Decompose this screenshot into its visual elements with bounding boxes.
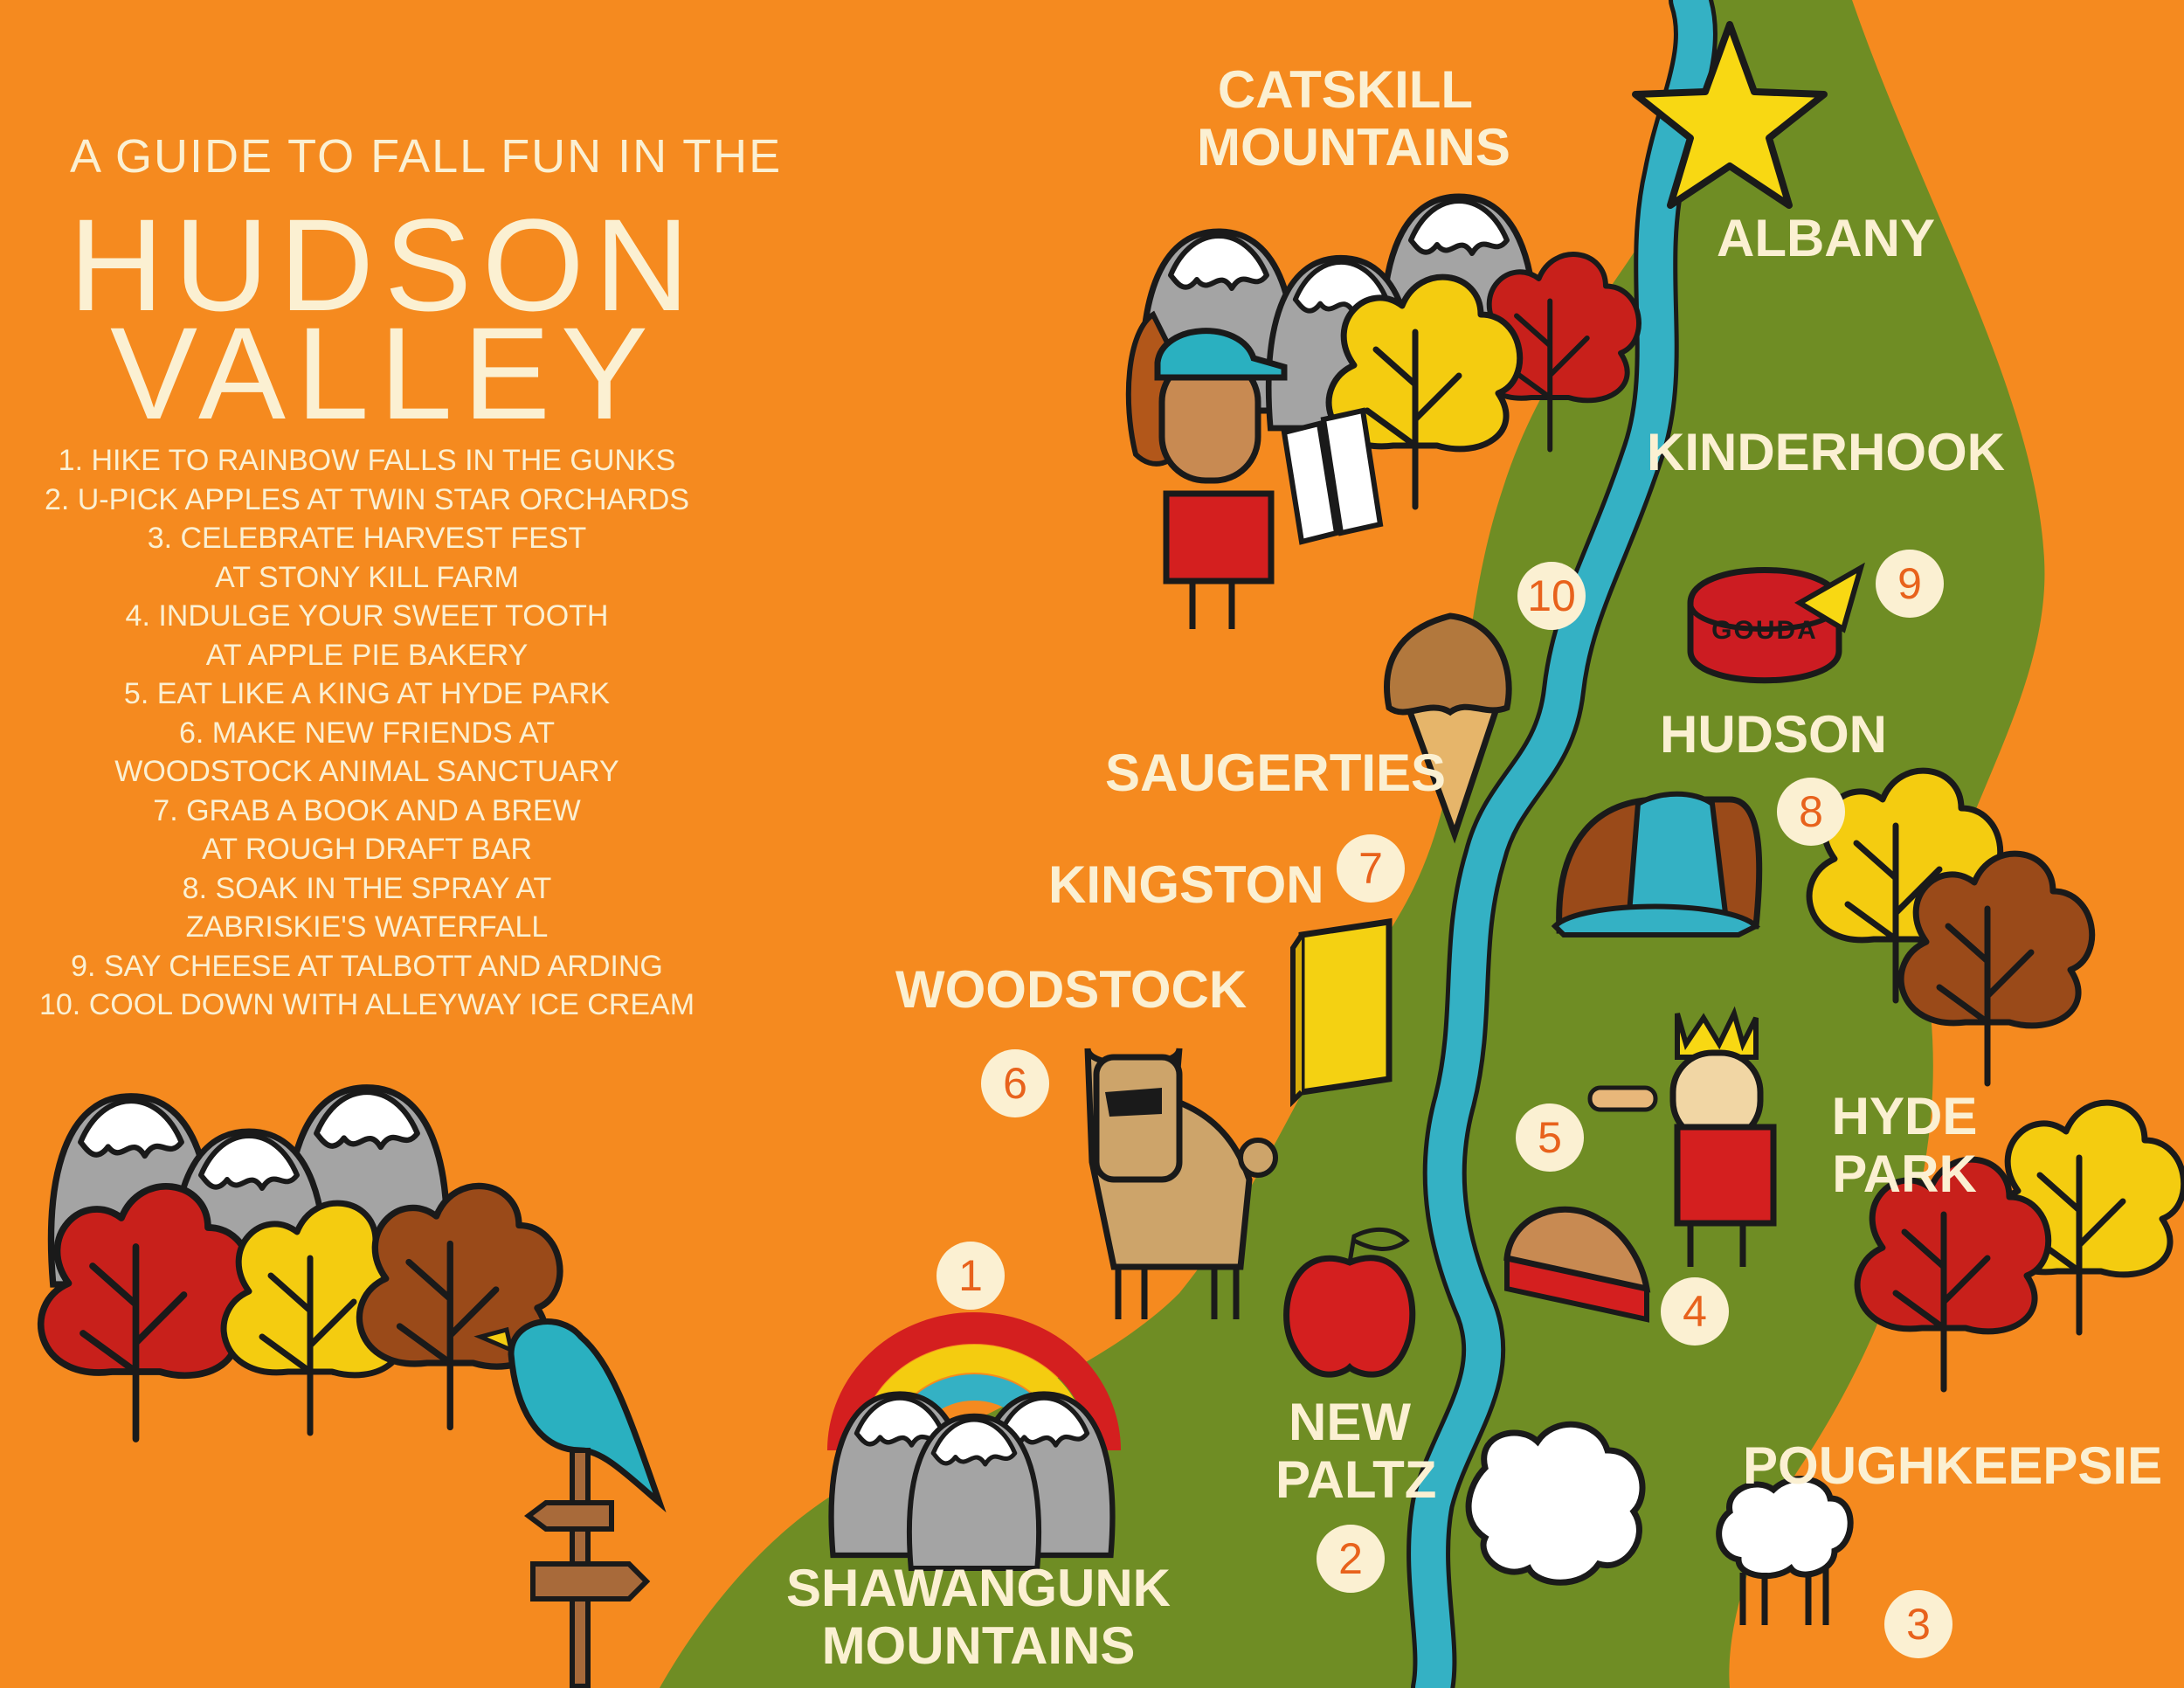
shawangunk-mountains-icon (832, 1394, 1113, 1569)
map-title-hudson: HUDSON (68, 191, 701, 338)
marker-7: 7 (1337, 834, 1405, 903)
activity-item: 4. INDULGE YOUR SWEET TOOTH (125, 599, 609, 633)
activity-item: 3. CELEBRATE HARVEST FEST (147, 522, 587, 555)
place-kinderhook: KINDERHOOK (1646, 423, 2005, 481)
king-icon (1587, 1006, 1777, 1267)
cheese-icon (1687, 562, 1865, 684)
bird-icon (473, 1318, 667, 1513)
place-hyde-park: HYDE PARK (1831, 1087, 1978, 1203)
star-icon (1632, 21, 1828, 209)
pie-icon (1503, 1206, 1651, 1323)
activity-item: 1. HIKE TO RAINBOW FALLS IN THE GUNKS (58, 444, 676, 477)
marker-6: 6 (981, 1049, 1049, 1117)
marker-5: 5 (1516, 1103, 1584, 1172)
activity-item: 5. EAT LIKE A KING AT HYDE PARK (123, 677, 611, 710)
marker-2: 2 (1317, 1525, 1385, 1593)
place-kingston: KINGSTON (1048, 855, 1324, 914)
activity-item: AT ROUGH DRAFT BAR (202, 833, 532, 866)
marker-9: 9 (1876, 550, 1944, 618)
hudson-river (1406, 0, 1717, 1688)
map-title-valley: VALLEY (110, 300, 659, 446)
activity-item: WOODSTOCK ANIMAL SANCTUARY (114, 755, 619, 788)
waterfall-icon (1551, 791, 1763, 937)
activity-item: 6. MAKE NEW FRIENDS AT (178, 716, 556, 750)
activity-item: AT APPLE PIE BAKERY (205, 638, 529, 672)
marker-1: 1 (936, 1242, 1005, 1310)
activity-item: 8. SOAK IN THE SPRAY AT (182, 871, 552, 905)
cheese-label: GOUDA (1711, 616, 1818, 645)
marker-8: 8 (1777, 778, 1845, 846)
activity-item: ZABRISKIE'S WATERFALL (185, 910, 549, 944)
place-new-paltz: NEW PALTZ (1275, 1393, 1437, 1509)
place-albany: ALBANY (1717, 209, 1935, 267)
marker-4: 4 (1661, 1277, 1729, 1346)
activity-item: 9. SAY CHEESE AT TALBOTT AND ARDING (71, 949, 663, 983)
valley-land (660, 0, 2045, 1688)
activity-item: AT STONY KILL FARM (215, 560, 519, 594)
place-shawangunk-mountains: SHAWANGUNK MOUNTAINS (785, 1559, 1171, 1675)
map-subtitle: A GUIDE TO FALL FUN IN THE (70, 130, 783, 183)
trees-southwest (41, 1186, 560, 1439)
book-icon (1290, 917, 1393, 1108)
place-saugerties: SAUGERTIES (1105, 744, 1447, 802)
activity-item: 7. GRAB A BOOK AND A BREW (153, 793, 581, 827)
llama-icon (1084, 1047, 1278, 1319)
place-catskill-mountains: CATSKILL MOUNTAINS (1197, 60, 1510, 176)
activity-item: 10. COOL DOWN WITH ALLEYWAY ICE CREAM (38, 988, 695, 1021)
hiker-icon (1125, 310, 1384, 629)
signpost-icon (524, 1448, 651, 1688)
sheep-icon (1465, 1421, 1854, 1625)
marker-10: 10 (1517, 562, 1586, 630)
place-hudson: HUDSON (1659, 705, 1887, 764)
place-woodstock: WOODSTOCK (895, 960, 1248, 1019)
place-poughkeepsie: POUGHKEEPSIE (1743, 1436, 2163, 1495)
ice-cream-icon (1384, 612, 1512, 844)
marker-3: 3 (1884, 1590, 1952, 1658)
activity-item: 2. U-PICK APPLES AT TWIN STAR ORCHARDS (44, 482, 690, 516)
activity-list: 1. HIKE TO RAINBOW FALLS IN THE GUNKS 2.… (35, 441, 699, 1025)
apple-icon (1283, 1227, 1416, 1378)
